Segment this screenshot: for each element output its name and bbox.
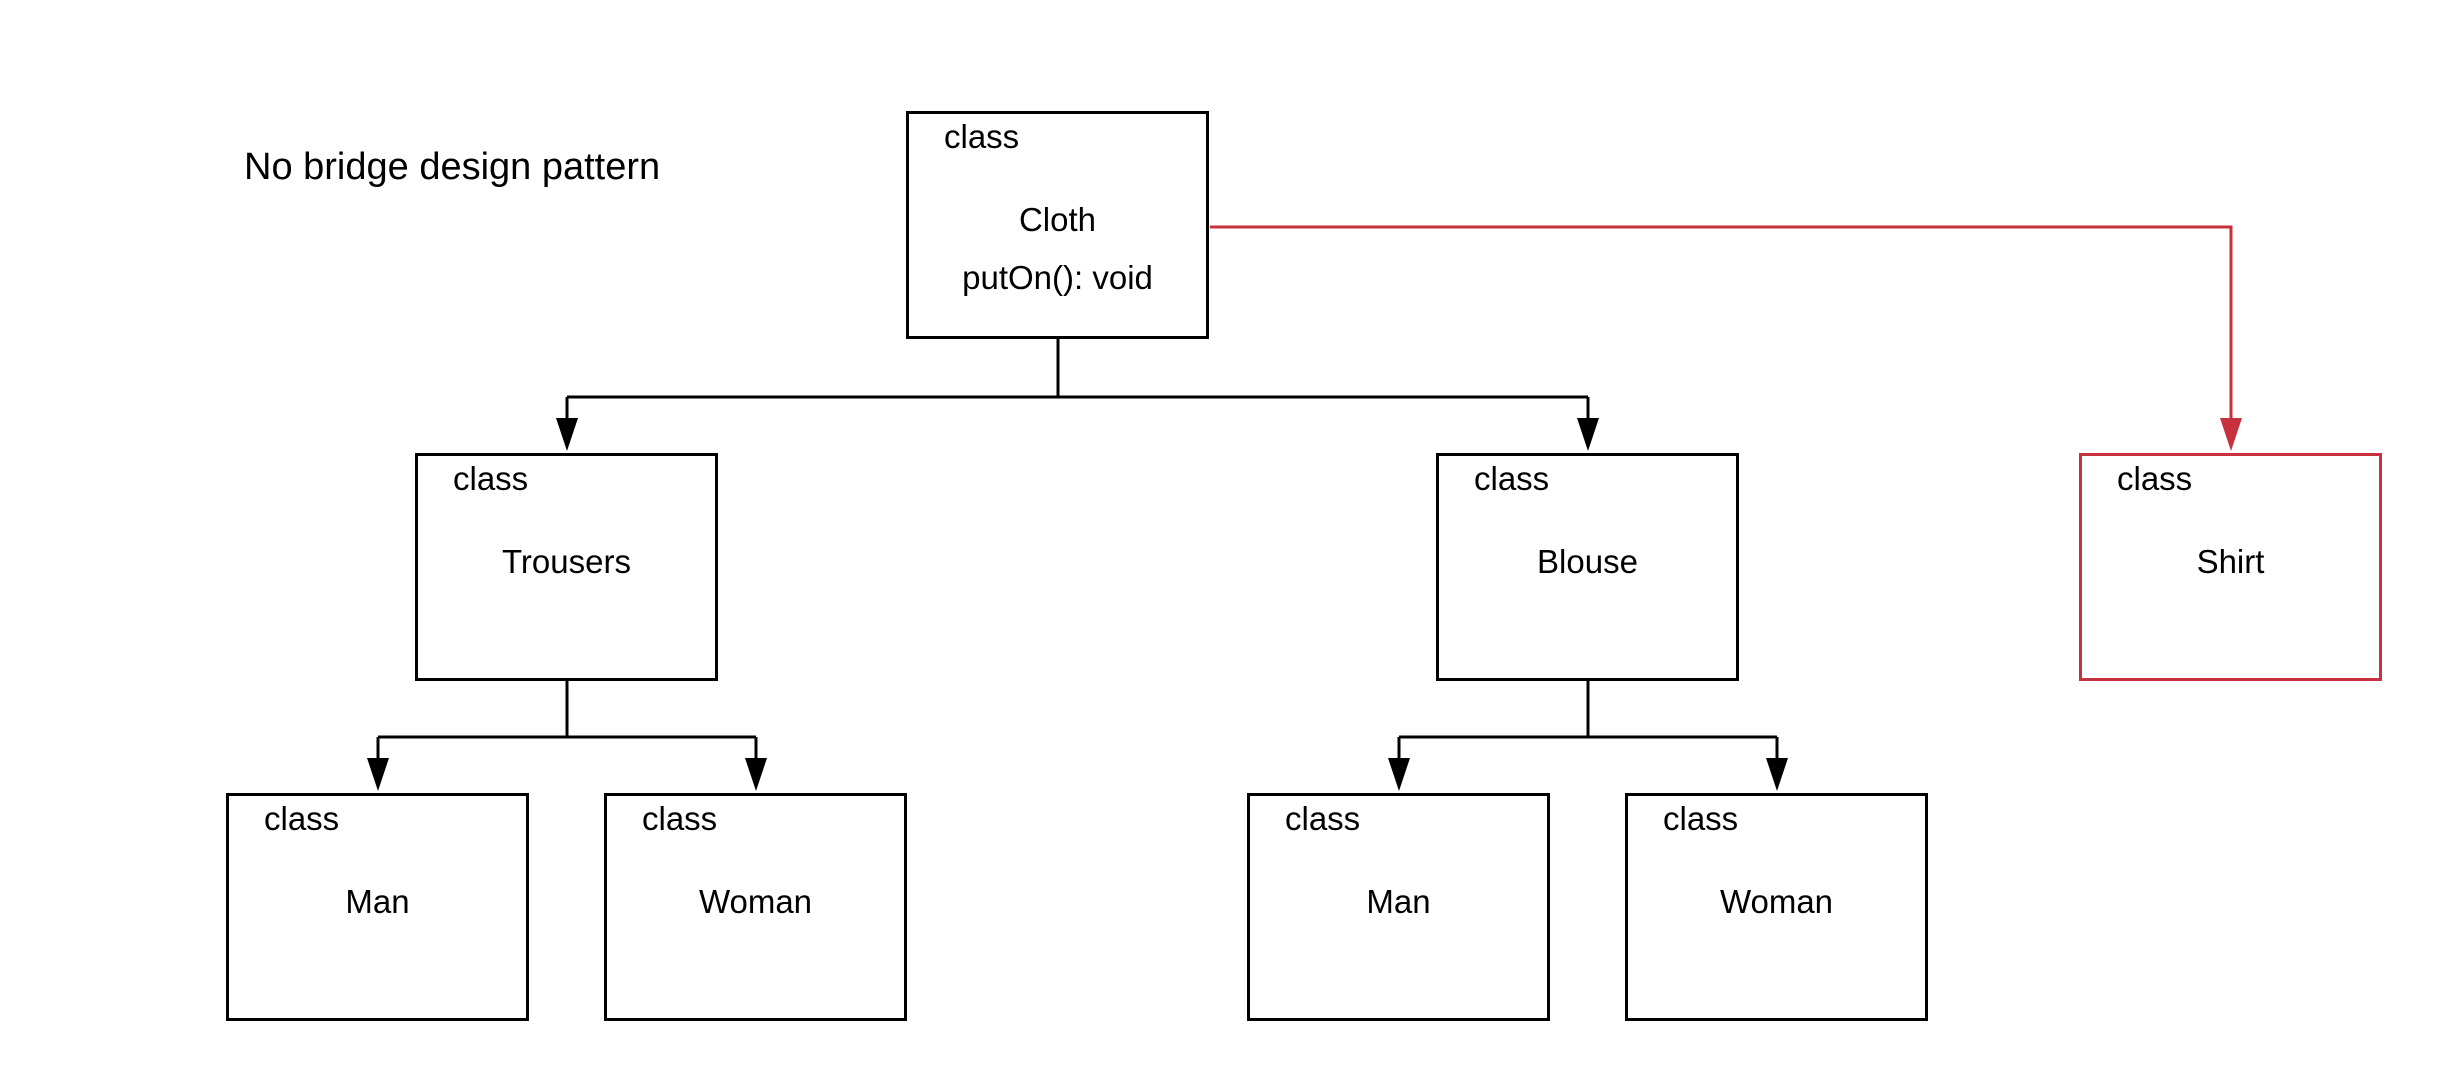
stereotype-label: class — [944, 118, 1020, 155]
stereotype-label: class — [642, 800, 718, 837]
class-name-cloth: Cloth — [1018, 201, 1097, 238]
stereotype-label: class — [1663, 800, 1739, 837]
class-name-blouse: Blouse — [1537, 543, 1638, 580]
arrowhead-trousers — [556, 418, 578, 451]
class-box-blouse[interactable]: class Blouse — [1436, 453, 1739, 681]
diagram-title: No bridge design pattern — [244, 146, 661, 188]
class-box-trousers-woman[interactable]: class Woman — [604, 793, 907, 1021]
class-box-trousers[interactable]: class Trousers — [415, 453, 718, 681]
arrowhead-blouse-woman — [1766, 758, 1788, 791]
class-box-cloth[interactable]: class Cloth putOn(): void — [906, 111, 1209, 339]
arrowhead-blouse-man — [1388, 758, 1410, 791]
arrowhead-shirt — [2220, 418, 2242, 451]
class-name-woman: Woman — [698, 883, 813, 920]
arrowhead-trousers-man — [367, 758, 389, 791]
stereotype-label: class — [264, 800, 340, 837]
class-name-man: Man — [345, 883, 410, 920]
class-box-blouse-woman[interactable]: class Woman — [1625, 793, 1928, 1021]
stereotype-label: class — [453, 460, 529, 497]
class-name-shirt: Shirt — [2196, 543, 2265, 580]
class-box-blouse-man[interactable]: class Man — [1247, 793, 1550, 1021]
connector-cloth-to-shirt — [1210, 225, 2233, 418]
arrowhead-blouse — [1577, 418, 1599, 451]
class-name-man: Man — [1366, 883, 1431, 920]
class-box-shirt[interactable]: class Shirt — [2079, 453, 2382, 681]
stereotype-label: class — [1474, 460, 1550, 497]
stereotype-label: class — [1285, 800, 1361, 837]
class-name-woman: Woman — [1719, 883, 1834, 920]
arrowhead-trousers-woman — [745, 758, 767, 791]
stereotype-label: class — [2117, 460, 2193, 497]
class-name-trousers: Trousers — [502, 543, 631, 580]
class-box-trousers-man[interactable]: class Man — [226, 793, 529, 1021]
class-operation-puton: putOn(): void — [962, 259, 1153, 296]
